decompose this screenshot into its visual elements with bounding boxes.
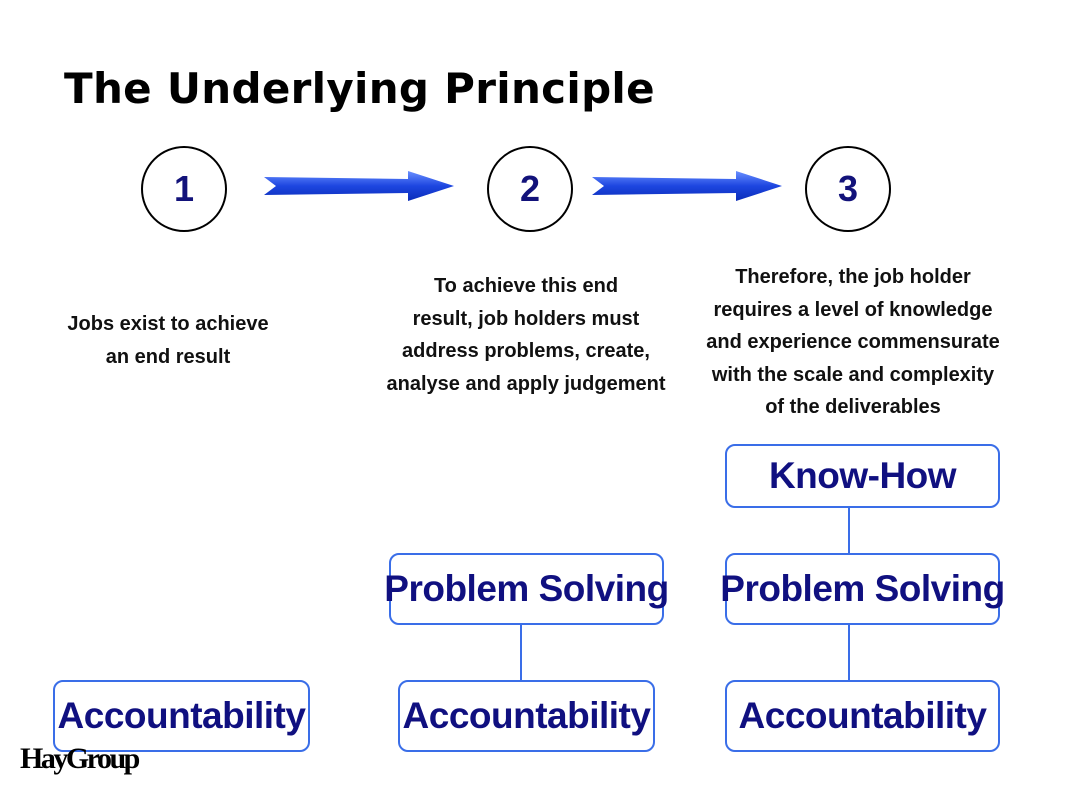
connector-line <box>848 508 850 553</box>
step-1-circle: 1 <box>141 146 227 232</box>
problem-solving-box: Problem Solving <box>384 553 669 625</box>
connector-line <box>848 625 850 680</box>
accountability-box: Accountability <box>53 680 310 752</box>
accountability-box: Accountability <box>398 680 655 752</box>
connector-line <box>520 625 522 680</box>
step-2-circle: 2 <box>487 146 573 232</box>
step-2-description: To achieve this end result, job holders … <box>386 275 666 395</box>
know-how-box: Know-How <box>725 444 1000 508</box>
right-arrow-icon <box>264 171 454 201</box>
step-3-circle: 3 <box>805 146 891 232</box>
step-1-description: Jobs exist to achieve an end result <box>67 313 269 368</box>
page-title: The Underlying Principle <box>64 64 655 113</box>
haygroup-logo: HayGroup <box>20 742 140 775</box>
right-arrow-icon <box>592 171 782 201</box>
step-3-description: Therefore, the job holder requires a lev… <box>706 266 1000 418</box>
accountability-box: Accountability <box>725 680 1000 752</box>
problem-solving-box: Problem Solving <box>720 553 1005 625</box>
